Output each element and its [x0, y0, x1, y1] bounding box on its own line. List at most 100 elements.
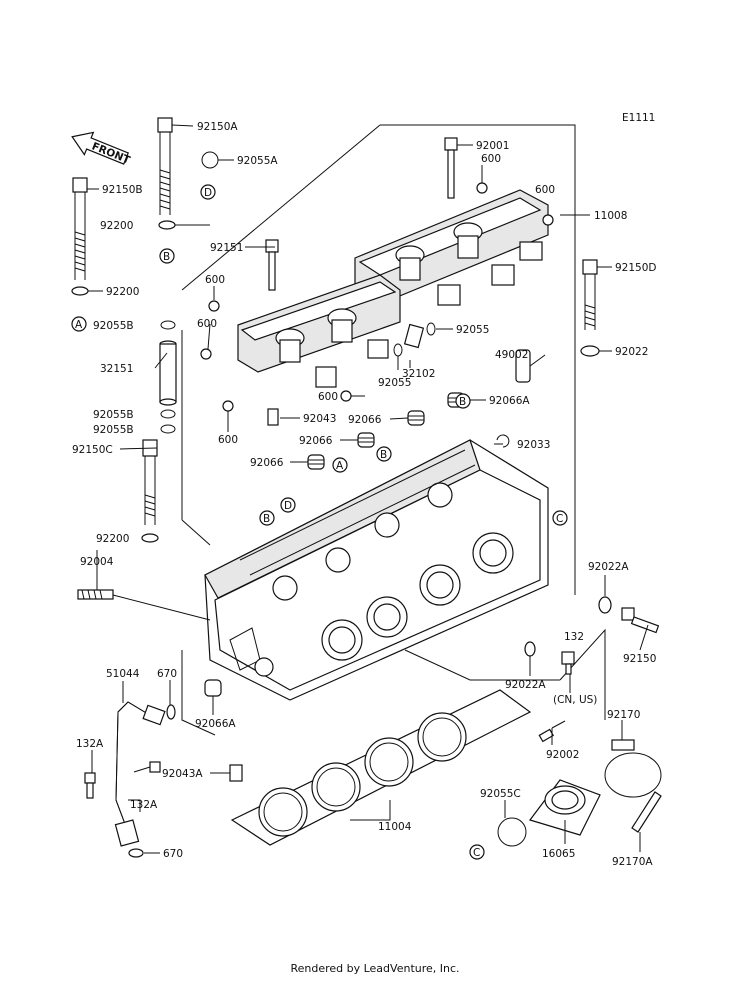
marker-c-label-bottom: C	[473, 847, 480, 859]
label-92055c: 92055C	[480, 788, 521, 800]
washer-92022a-lower	[524, 641, 536, 657]
oil-pipe-51044	[114, 701, 166, 847]
circle-marker-c-right: C	[552, 510, 568, 526]
label-92022a-upper: 92022A	[588, 561, 629, 573]
label-92170: 92170	[607, 709, 640, 721]
marker-d-label-mid: D	[284, 500, 292, 512]
plug-92066-b	[357, 432, 375, 448]
gasket-670-top	[166, 704, 176, 720]
circle-marker-a-mid: A	[332, 457, 348, 473]
label-92022a-lower: 92022A	[505, 679, 546, 691]
dowel-pin-600-b	[542, 214, 554, 226]
bolt-132	[561, 651, 575, 675]
label-11008: 11008	[594, 210, 627, 222]
o-ring-92055-upper	[426, 322, 436, 336]
circle-marker-d-mid: D	[280, 497, 296, 513]
label-600-d: 600	[197, 318, 217, 330]
circle-marker-b-top: B	[159, 248, 175, 264]
bolt-92150a	[157, 117, 173, 215]
label-600-c: 600	[205, 274, 225, 286]
part-labels: 92150A 92055A 92150B 92200 92200 92055B …	[72, 121, 657, 868]
label-cn-us: (CN, US)	[553, 694, 597, 706]
label-92055b-a: 92055B	[93, 320, 134, 332]
dowel-92043a	[229, 764, 243, 782]
bolt-92150b	[72, 177, 88, 280]
o-ring-92055b-c	[160, 424, 176, 434]
dowel-pipe-32151	[159, 340, 177, 406]
circle-marker-b-mid: B	[259, 510, 275, 526]
o-ring-92055b-a	[160, 320, 176, 330]
label-92150a: 92150A	[197, 121, 238, 133]
bolt-92150d	[582, 259, 598, 330]
label-92033: 92033	[517, 439, 550, 451]
marker-a-label-mid: A	[336, 460, 344, 472]
label-92055a: 92055A	[237, 155, 278, 167]
label-92043a: 92043A	[162, 768, 203, 780]
label-92150c: 92150C	[72, 444, 113, 456]
label-92151: 92151	[210, 242, 243, 254]
label-600-b: 600	[535, 184, 555, 196]
label-92001: 92001	[476, 140, 509, 152]
carb-holder-16065	[529, 779, 601, 836]
dowel-pin-600-d	[200, 348, 212, 360]
gasket-670-bottom	[128, 848, 144, 858]
label-49002: 49002	[495, 349, 528, 361]
dowel-pin-600-f	[222, 400, 234, 412]
leader-lines	[87, 124, 649, 854]
label-132a-left: 132A	[76, 738, 104, 750]
bolt-92001	[444, 137, 458, 199]
clamp-92170	[604, 739, 662, 798]
circle-marker-d-top: D	[200, 184, 216, 200]
label-92066a-top: 92066A	[489, 395, 530, 407]
label-600-f: 600	[218, 434, 238, 446]
label-92055b-c: 92055B	[93, 424, 134, 436]
bolt-132a-left	[84, 772, 96, 799]
label-92200-c: 92200	[96, 533, 129, 545]
circle-marker-c-bottom: C	[469, 844, 485, 860]
plug-92066-a	[307, 454, 325, 470]
front-arrow-icon: FRONT	[71, 131, 132, 167]
label-92150b: 92150B	[102, 184, 143, 196]
label-132: 132	[564, 631, 584, 643]
marker-b-label-1: B	[459, 396, 466, 408]
marker-d-label-top: D	[204, 187, 212, 199]
o-ring-92055c	[497, 817, 527, 847]
label-92055-upper: 92055	[456, 324, 489, 336]
dowel-pin-600-e	[340, 390, 352, 402]
plug-92066a-bottom	[204, 679, 222, 697]
o-ring-92055-lower	[393, 343, 403, 357]
dowel-pin-600-c	[208, 300, 220, 312]
label-600-a: 600	[481, 153, 501, 165]
washer-92200-mid	[71, 286, 89, 296]
camshaft-holder-front	[237, 274, 401, 388]
head-gasket-11004	[230, 689, 532, 846]
marker-b-label-mid: B	[263, 513, 270, 525]
plug-92066-c	[407, 410, 425, 426]
label-92022: 92022	[615, 346, 648, 358]
washer-92022	[580, 345, 600, 357]
marker-c-label-right: C	[556, 513, 563, 525]
marker-b-label-2: B	[380, 449, 387, 461]
clamp-92170a	[631, 791, 662, 833]
o-ring-92055b-b	[160, 409, 176, 419]
camshaft-holder-rear	[354, 189, 549, 306]
washer-92200-low	[141, 533, 159, 543]
bolt-92150	[621, 607, 660, 634]
o-ring-92055a	[201, 151, 219, 169]
label-132a-right: 132A	[130, 799, 158, 811]
front-label: FRONT	[90, 140, 132, 166]
fitting-32102	[403, 323, 425, 349]
stud-92004	[77, 589, 114, 600]
circle-marker-a-left: A	[71, 316, 87, 332]
marker-a-label-left: A	[75, 319, 83, 331]
bolt-92151	[265, 239, 279, 291]
label-32102: 32102	[402, 368, 435, 380]
label-92066-b: 92066	[299, 435, 333, 447]
label-92150: 92150	[623, 653, 656, 665]
label-92002: 92002	[546, 749, 579, 761]
label-600-e: 600	[318, 391, 338, 403]
cylinder-head	[204, 439, 549, 701]
label-16065: 16065	[542, 848, 575, 860]
washer-92200-top	[158, 220, 176, 230]
label-670-bottom: 670	[163, 848, 183, 860]
